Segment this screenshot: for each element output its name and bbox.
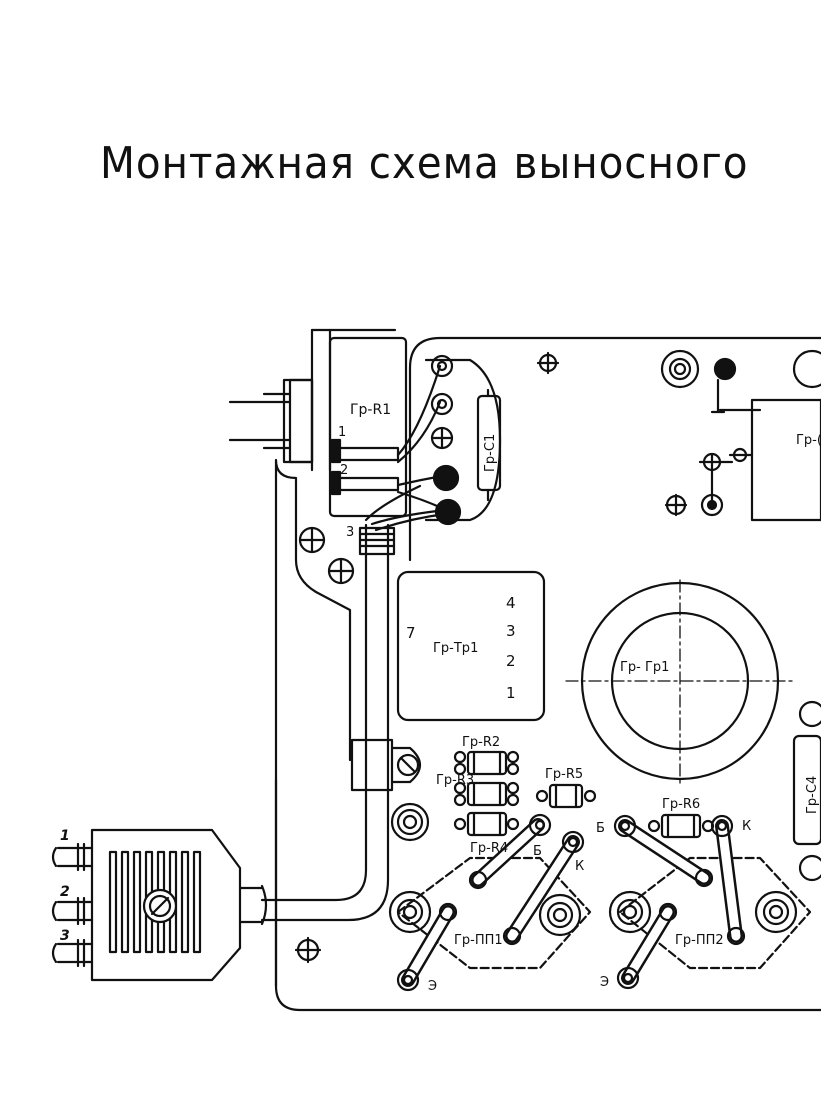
capacitor-c4 xyxy=(792,734,821,846)
plug-pin-1: 1 xyxy=(60,828,70,844)
tr1-pin-4: 4 xyxy=(506,594,516,612)
label-c4: Гр-С4 xyxy=(805,776,820,814)
transistor-pp1-outline xyxy=(396,856,592,970)
plug-pin-3: 3 xyxy=(60,928,70,944)
pp1-label-e: Э xyxy=(428,979,437,994)
resistor-r3 xyxy=(453,781,520,807)
label-c1: Гр-С1 xyxy=(483,434,498,472)
r1-pin-1: 1 xyxy=(338,425,346,440)
plug-pin-2: 2 xyxy=(60,884,70,900)
potentiometer-r1-body xyxy=(328,336,408,518)
pp2-label-b: Б xyxy=(596,821,605,836)
resistor-r4 xyxy=(453,811,520,837)
transistor-pp2-outline xyxy=(618,856,812,970)
pp2-label-e: Э xyxy=(600,975,609,990)
label-gr1: Гр- Гр1 xyxy=(620,660,669,675)
transformer-tr1 xyxy=(396,570,546,722)
label-tr1: Гр-Тр1 xyxy=(433,641,478,656)
resistor-r2 xyxy=(453,750,520,776)
pp1-label-b: Б xyxy=(533,844,542,859)
label-pp2: Гр-ПП2 xyxy=(675,933,724,948)
potentiometer-shaft xyxy=(228,378,314,464)
label-r6: Гр-R6 xyxy=(662,797,700,812)
label-r1: Гр-R1 xyxy=(350,402,391,418)
label-r2: Гр-R2 xyxy=(462,735,500,750)
tr1-pin-1: 1 xyxy=(506,684,516,702)
tr1-pin-3: 3 xyxy=(506,622,516,640)
plug-pins xyxy=(51,842,94,968)
label-r3: Гр-R3 xyxy=(436,773,474,788)
plug-body xyxy=(90,828,242,982)
pp2-label-k: К xyxy=(742,819,751,834)
resistor-r5 xyxy=(535,783,597,809)
pp1-label-k: К xyxy=(575,859,584,874)
label-pp1: Гр-ПП1 xyxy=(454,933,503,948)
label-c-right: Гр-( xyxy=(796,433,821,448)
cable-clamp xyxy=(350,738,422,792)
resistor-r6 xyxy=(647,813,715,839)
label-r4: Гр-R4 xyxy=(470,841,508,856)
mounting-bracket xyxy=(274,458,352,988)
diagram-title: Монтажная схема выносного xyxy=(100,138,749,189)
label-r5: Гр-R5 xyxy=(545,767,583,782)
tr1-pin-7: 7 xyxy=(406,624,416,642)
r1-pin-2: 2 xyxy=(340,463,348,478)
r1-pin-3: 3 xyxy=(346,525,354,540)
tr1-pin-2: 2 xyxy=(506,652,516,670)
chassis-plate-outline xyxy=(274,336,821,1012)
cable-bundle xyxy=(260,523,390,922)
